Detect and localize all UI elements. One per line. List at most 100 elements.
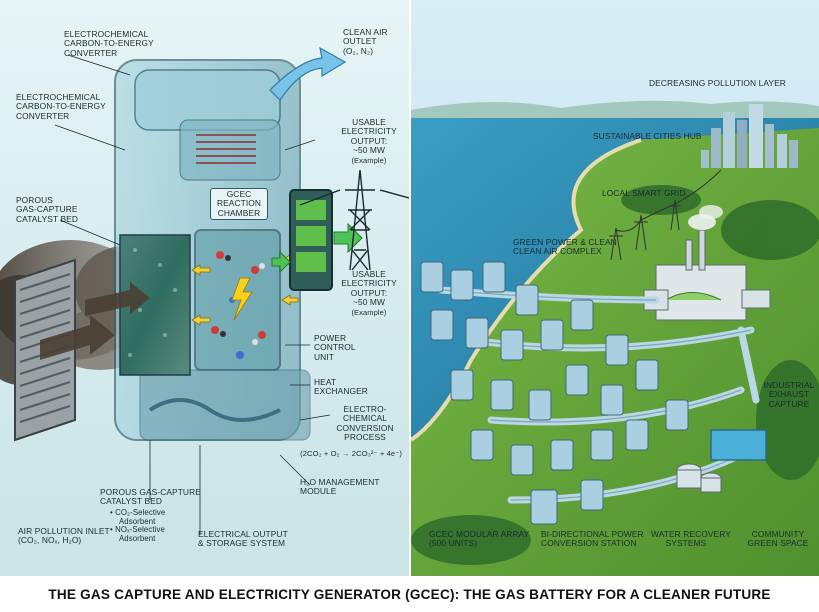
pylon-icon	[299, 169, 409, 271]
label-reaction-chamber: GCEC REACTION CHAMBER	[210, 188, 268, 221]
label-line: CHAMBER	[217, 207, 261, 218]
label-line: (CO₂, NOₓ, H₂O)	[18, 535, 82, 546]
label-line: Adsorbent	[119, 516, 156, 526]
label-electrical-output: ELECTRICAL OUTPUT & STORAGE SYSTEM	[198, 529, 288, 549]
label-line: • CO₂-Selective	[110, 508, 166, 517]
leader-lines	[54, 54, 331, 535]
molecules	[211, 251, 266, 359]
label-smart-grid: LOCAL SMART GRID	[602, 188, 686, 198]
battery-icon	[289, 189, 333, 291]
label-line: POROUS GAS-CAPTURE	[100, 487, 201, 497]
label-line: AIR POLLUTION INLET	[18, 526, 110, 536]
label-h2o-module: H₂O MANAGEMENT MODULE	[300, 477, 380, 497]
label-community: COMMUNITY GREEN SPACE	[745, 529, 811, 549]
caption-bar: THE GAS CAPTURE AND ELECTRICITY GENERATO…	[0, 576, 819, 612]
label-line: (O₂, N₂)	[343, 45, 374, 56]
label-line: DECREASING POLLUTION LAYER	[649, 78, 786, 88]
label-line: • NOₓ-Selective	[110, 525, 165, 535]
label-line: CONTROL	[314, 342, 356, 353]
caption-title: THE GAS CAPTURE AND ELECTRICITY GENERATO…	[48, 586, 771, 602]
forest	[411, 185, 819, 565]
label-line: USABLE	[352, 117, 386, 127]
label-line: GCEC MODULAR ARRAY	[429, 529, 530, 539]
label-industrial-capture: INDUSTRIAL EXHAUST CAPTURE	[761, 380, 817, 409]
label-line: ELECTRO-	[343, 404, 387, 414]
label-porous-top: POROUS GAS-CAPTURE CATALYST BED	[16, 195, 79, 224]
label-line: CARBON-TO-ENERGY	[64, 38, 154, 49]
label-pollution-layer: DECREASING POLLUTION LAYER	[649, 78, 786, 88]
label-power-control: POWER CONTROL UNIT	[314, 333, 356, 362]
label-line: ~50 MW	[352, 297, 385, 308]
label-line: ELECTROCHEMICAL	[16, 92, 101, 102]
label-line: CONVERTER	[64, 47, 118, 58]
label-line: GREEN POWER & CLEAN	[513, 237, 617, 247]
label-line: ELECTROCHEMICAL	[64, 29, 149, 39]
label-usable-output-2: USABLE ELECTRICITY OUTPUT: ~50 MW (Examp…	[336, 269, 402, 317]
inflow-arrows	[40, 282, 150, 360]
label-converter-top: ELECTROCHEMICAL CARBON-TO-ENERGY CONVERT…	[64, 29, 154, 58]
device-cutaway-panel: ELECTROCHEMICAL CARBON-TO-ENERGY CONVERT…	[0, 0, 409, 576]
label-line: USABLE	[352, 269, 386, 279]
water-recovery	[676, 429, 767, 493]
label-heat-exchanger: HEAT EXCHANGER	[314, 377, 368, 397]
sea	[411, 118, 819, 440]
landscape-illustration	[411, 0, 819, 576]
label-line: POWER	[314, 333, 347, 343]
label-line: & STORAGE SYSTEM	[198, 538, 286, 549]
label-line: H₂O MANAGEMENT	[300, 477, 380, 487]
label-line: OUTPUT:	[350, 287, 388, 298]
city-icon	[701, 104, 798, 168]
label-green-power: GREEN POWER & CLEAN CLEAN AIR COMPLEX	[513, 237, 617, 257]
label-line: GAS-CAPTURE	[16, 204, 78, 215]
label-line: GREEN SPACE	[747, 538, 809, 549]
label-line: WATER RECOVERY	[651, 529, 731, 539]
label-line: PROCESS	[344, 432, 386, 443]
label-line: (2CO₂ + O₂ → 2CO₃²⁻ + 4e⁻)	[300, 449, 402, 458]
label-water-recovery: WATER RECOVERY SYSTEMS	[651, 529, 731, 549]
label-clean-air: CLEAN AIR OUTLET (O₂, N₂)	[343, 27, 388, 56]
label-usable-output-1: USABLE ELECTRICITY OUTPUT: ~50 MW (Examp…	[336, 117, 402, 165]
label-modular-array: GCEC MODULAR ARRAY (500 UNITS)	[429, 529, 530, 549]
label-converter-left: ELECTROCHEMICAL CARBON-TO-ENERGY CONVERT…	[16, 92, 106, 121]
label-line: OUTLET	[343, 36, 377, 47]
label-line: ELECTRICAL OUTPUT	[198, 529, 288, 539]
lightning-icon	[231, 277, 253, 321]
label-line: CATALYST BED	[100, 496, 163, 507]
label-line: CATALYST BED	[16, 213, 79, 224]
label-porous-bottom: POROUS GAS-CAPTURE CATALYST BED	[100, 487, 201, 507]
power-arrows	[271, 222, 363, 274]
label-air-inlet: AIR POLLUTION INLET (CO₂, NOₓ, H₂O)	[18, 526, 110, 546]
label-line: SUSTAINABLE CITIES HUB	[593, 131, 702, 141]
label-line: CAPTURE	[768, 398, 810, 409]
label-conversion-process: ELECTRO- CHEMICAL CONVERSION PROCESS	[325, 404, 405, 443]
label-line: ELECTRICITY	[341, 126, 397, 137]
label-line: POROUS	[16, 195, 53, 205]
label-line: EXCHANGER	[314, 386, 368, 397]
label-line: BI-DIRECTIONAL POWER	[541, 529, 644, 539]
label-line: CONVERSION STATION	[541, 538, 637, 549]
label-line: CHEMICAL	[342, 413, 388, 424]
label-line: GCEC	[226, 189, 252, 199]
landscape-panel: DECREASING POLLUTION LAYER SUSTAINABLE C…	[411, 0, 819, 576]
label-line: (Example)	[351, 155, 387, 165]
label-line: INDUSTRIAL	[763, 380, 815, 390]
label-line: EXHAUST	[768, 389, 810, 400]
label-line: LOCAL SMART GRID	[602, 188, 686, 198]
label-line: CONVERTER	[16, 110, 70, 121]
label-adsorbents: • CO₂-Selective Adsorbent • NOₓ-Selectiv…	[110, 508, 166, 543]
label-line: CONVERSION	[336, 422, 394, 433]
label-line: Adsorbent	[119, 533, 156, 543]
label-line: MODULE	[300, 486, 337, 497]
modular-array	[420, 261, 689, 525]
clean-air-arrow	[269, 46, 347, 101]
label-line: CLEAN AIR COMPLEX	[513, 246, 602, 257]
label-cities-hub: SUSTAINABLE CITIES HUB	[593, 131, 702, 141]
label-line: CLEAN AIR	[343, 27, 388, 37]
heat-coil	[196, 134, 256, 164]
power-lines	[609, 169, 722, 261]
label-line: CARBON-TO-ENERGY	[16, 101, 106, 112]
label-line: COMMUNITY	[751, 529, 805, 539]
device-illustration	[0, 0, 409, 576]
label-bidirectional: BI-DIRECTIONAL POWER CONVERSION STATION	[541, 529, 644, 549]
